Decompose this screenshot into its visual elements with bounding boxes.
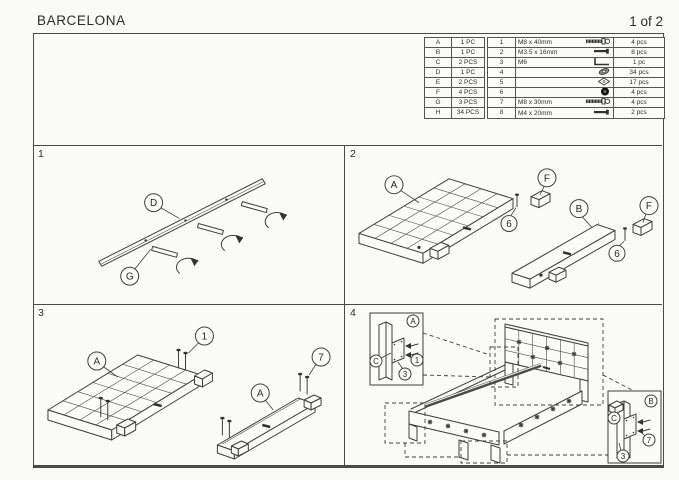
step-3-panel: 3 [33,305,345,465]
tuft-buttons [427,398,572,438]
svg-text:A: A [410,317,416,326]
table-row: 2 M3.5 x 16mm 8 pcs [488,48,664,58]
corner-block-part [539,266,567,283]
svg-text:3: 3 [621,452,626,461]
bolt-part [98,348,188,421]
bolt-part [220,372,310,439]
step-3-drawing: A 1 A 7 [47,326,331,460]
svg-text:B: B [576,204,583,215]
svg-text:7: 7 [647,436,652,445]
label-circle-block: F F [537,168,659,223]
rotation-arrow-icon [176,212,288,274]
svg-text:1: 1 [202,331,208,342]
svg-text:A: A [93,356,100,367]
label-circle-rail: D [144,193,180,219]
label-circle-rail: B [569,199,593,228]
detail-inset-footboard: B C 7 3 [607,390,662,464]
bolt-icon [585,38,611,47]
step-1-panel: 1 D [33,146,345,305]
step-number: 2 [350,148,356,160]
svg-text:C: C [373,357,379,366]
step-2-panel: 2 [345,146,662,305]
step-1-drawing: D G [98,178,288,286]
step-4-panel: 4 [345,305,662,465]
table-row: 5 17 pcs [488,78,664,88]
step-4-drawing: A C 1 3 [369,312,662,464]
svg-text:6: 6 [506,219,512,230]
step-number: 3 [38,307,44,319]
hardware-table: 1 M8 x 40mm 4 pcs 2 M3.5 x 16mm 8 pcs 3 … [487,37,665,119]
svg-text:A: A [391,180,398,191]
washer-icon [597,68,611,77]
step-number: 1 [38,148,44,160]
washer-outline-icon [597,78,611,87]
allen-key-icon [593,58,611,67]
screw-icon [593,48,611,57]
svg-text:B: B [648,397,653,406]
corner-block-part [230,394,322,457]
sheet-border [33,33,664,468]
label-circle-leg: G [120,249,151,286]
svg-text:F: F [646,201,652,212]
table-row: 6 4 pcs [488,88,664,98]
corner-block-part [116,369,213,437]
tuft-buttons [516,339,577,366]
svg-text:7: 7 [318,352,324,363]
corner-block-part [417,241,450,260]
screw-part [515,193,627,241]
svg-text:6: 6 [614,249,620,260]
svg-text:D: D [150,198,157,209]
screw-icon [593,108,611,118]
table-row: 7 M8 x 30mm 4 pcs [488,98,664,108]
label-circle-bolt-1: 1 [188,326,214,354]
table-row: 3 M6 1 pc [488,58,664,68]
bolt-icon [585,98,611,107]
label-circle-screw: 6 6 [500,207,626,262]
leg-part [151,201,268,258]
side-rail-part [216,397,316,460]
svg-text:F: F [544,173,550,184]
corner-block-part [530,190,653,236]
svg-text:3: 3 [403,370,408,379]
cap-icon [599,88,611,97]
svg-text:1: 1 [415,356,420,365]
headboard-part [358,178,514,264]
svg-text:G: G [126,272,134,283]
step-panels: 1 D [33,145,662,465]
detail-inset-headboard: A C 1 3 [369,312,424,386]
label-circle-bolt-7: 7 [308,347,331,376]
step-number: 4 [350,307,356,319]
callout-dashed-boxes [384,318,635,464]
table-row: 8 M4 x 20mm 2 pcs [488,108,664,118]
label-circle-headboard: A [384,175,420,203]
bed-frame-drawing [408,323,589,464]
center-rail-part [98,178,266,267]
table-row: 4 34 pcs [488,68,664,78]
label-circle-headboard: A [87,351,118,378]
label-circle-rail: A [250,383,274,411]
table-row: 1 M8 x 40mm 4 pcs [488,38,664,48]
step-2-drawing: A B F F 6 6 [358,168,659,289]
svg-text:A: A [257,388,264,399]
page-title: BARCELONA [37,13,126,28]
svg-text:C: C [611,414,617,423]
page-number: 1 of 2 [629,14,663,29]
